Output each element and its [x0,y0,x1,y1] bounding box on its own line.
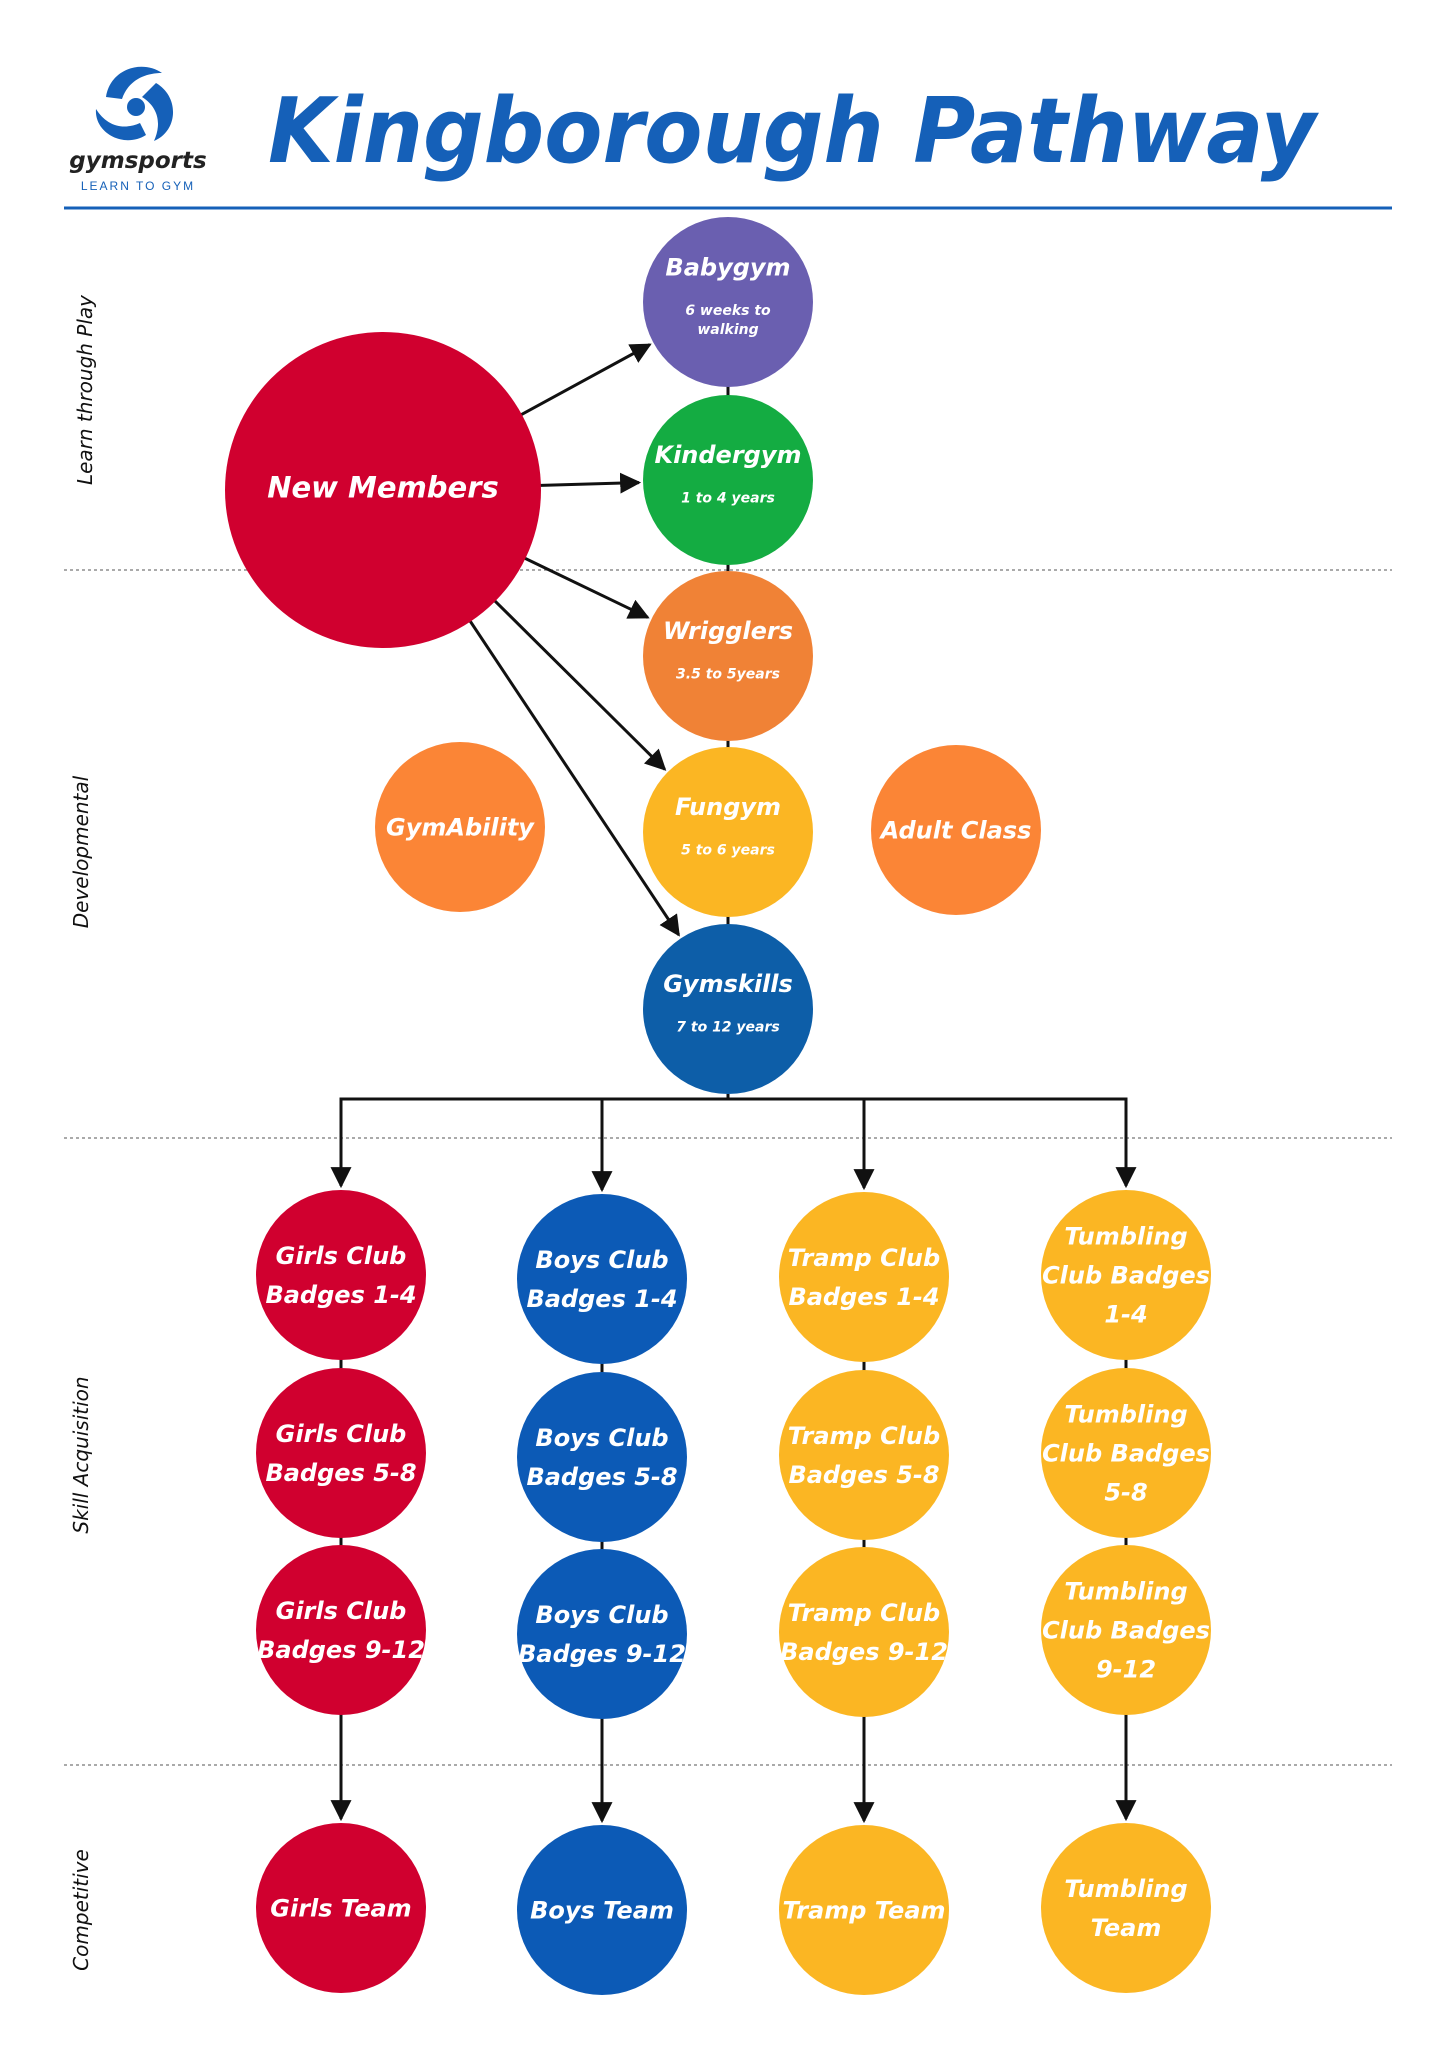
edge-new-members-to-fungym [491,597,667,771]
section-dividers [64,569,1392,1766]
node-girls-3-circle [256,1545,426,1715]
node-wrigglers-label: Wrigglers [663,617,793,645]
node-girls-1-circle [256,1190,426,1360]
node-fungym-circle [643,747,813,917]
node-fungym-age: 5 to 6 years [681,842,775,858]
node-girls-team-label: Girls Team [270,1895,411,1923]
logo-wordmark: gymsports [69,148,206,174]
node-wrigglers-circle [643,571,813,741]
node-tumbling-team-circle [1041,1823,1211,1993]
node-fungym-label: Fungym [675,793,781,821]
edge-new-members-to-gymskills [467,617,680,937]
node-kindergym: Kindergym 1 to 4 years [643,395,813,565]
node-tramp-1-circle [779,1192,949,1362]
node-boys-team-circle [517,1825,687,1995]
node-gymability-circle [375,742,545,912]
node-gymskills-circle [643,924,813,1094]
node-babygym-label: Babygym [665,254,790,282]
node-gymability-label: GymAbility [386,814,535,842]
node-tumbling-1-circle [1041,1190,1211,1360]
node-gymability: GymAbility [375,742,545,912]
node-gymskills-age: 7 to 12 years [676,1019,779,1035]
node-girls-team: Girls Team [256,1823,426,1993]
edge-gymskills-to-tumbling-1 [726,1094,1137,1189]
node-adult-class-circle [871,745,1041,915]
node-tramp-team-circle [779,1825,949,1995]
node-adult-class: Adult Class [871,745,1041,915]
node-girls-team-circle [256,1823,426,1993]
node-fungym: Fungym 5 to 6 years [643,747,813,917]
node-boys-1-circle [517,1194,687,1364]
swirl-logo-icon [95,66,174,141]
node-boys-3-circle [517,1549,687,1719]
node-adult-class-label: Adult Class [879,817,1032,845]
section-label-learn: Learn through Play [73,294,97,485]
node-tumbling-3-circle [1041,1545,1211,1715]
node-boys-team-label: Boys Team [530,1897,674,1925]
node-gymskills: Gymskills 7 to 12 years [643,924,813,1094]
node-babygym-circle [643,217,813,387]
logo-tagline: LEARN TO GYM [81,179,195,193]
node-tramp-3-circle [779,1547,949,1717]
node-tramp-team: Tramp Team [779,1825,949,1995]
node-kindergym-circle [643,395,813,565]
page-title: Kingborough Pathway [268,79,1319,184]
node-wrigglers: Wrigglers 3.5 to 5years [643,571,813,741]
node-boys-2-circle [517,1372,687,1542]
gymsports-logo: gymsports LEARN TO GYM [69,66,207,193]
node-new-members-label: New Members [267,470,499,504]
node-kindergym-age: 1 to 4 years [681,490,775,506]
edge-gymskills-to-girls-1 [330,1094,730,1189]
node-new-members: New Members [225,332,541,648]
node-wrigglers-age: 3.5 to 5years [676,666,780,682]
node-kindergym-label: Kindergym [654,441,801,469]
edge-new-members-to-babygym [517,343,652,418]
node-boys-team: Boys Team [517,1825,687,1995]
node-tramp-2-circle [779,1370,949,1540]
edge-new-members-to-wrigglers [521,555,650,619]
node-tramp-team-label: Tramp Team [782,1897,945,1925]
edge-gymskills-to-tramp-1 [726,1094,875,1191]
node-tumbling-2-circle [1041,1368,1211,1538]
edge-new-members-to-kindergym [536,472,642,494]
node-new-members-circle [225,332,541,648]
node-girls-2-circle [256,1368,426,1538]
section-label-developmental: Developmental [69,775,93,928]
section-label-competitive: Competitive [69,1849,93,1971]
section-label-skill: Skill Acquisition [69,1376,93,1533]
edge-gymskills-to-boys-1 [591,1094,730,1193]
node-gymskills-label: Gymskills [663,970,793,998]
